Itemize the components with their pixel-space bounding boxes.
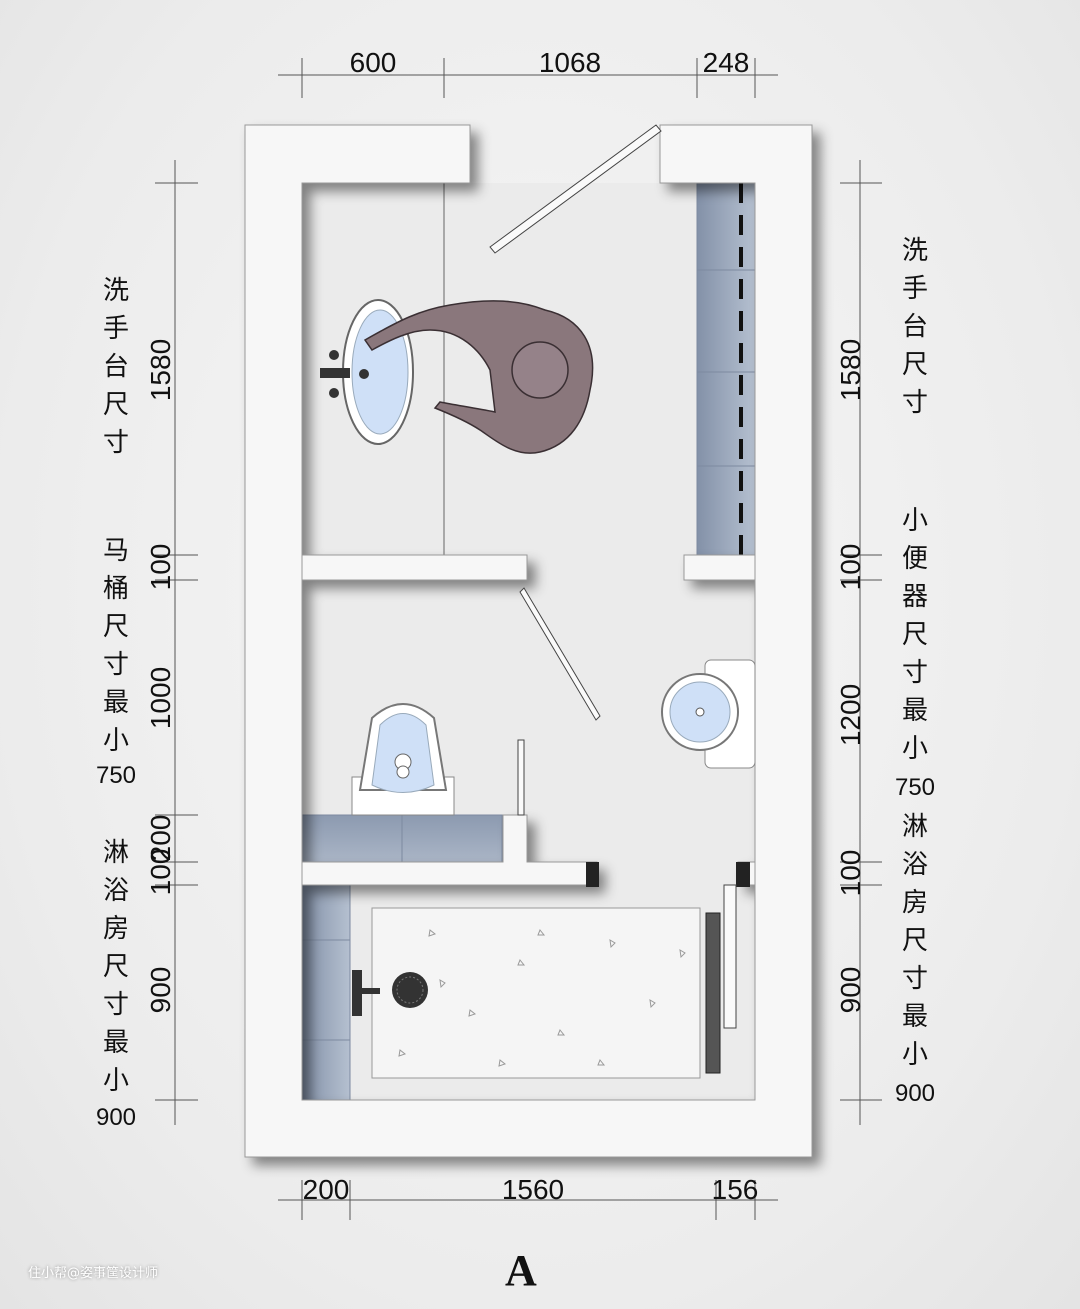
- dim-top-2: 248: [703, 47, 750, 78]
- dim-bottom-0: 200: [303, 1174, 350, 1205]
- shower-valve-icon: [352, 970, 380, 1016]
- dim-left-4: 100: [145, 849, 176, 896]
- label-right-urinal-num: 750: [894, 774, 936, 801]
- label-left-vanity: 洗手台尺寸: [102, 276, 129, 458]
- tile-wall-right: [696, 182, 756, 556]
- dim-left-3: 200: [145, 815, 176, 862]
- dim-top-0: 600: [350, 47, 397, 78]
- label-right-urinal: 小便器尺寸最小: [901, 506, 928, 764]
- shower-drain-icon: [392, 972, 428, 1008]
- tile-shower-wall: [301, 884, 351, 1101]
- label-left-shower-num: 900: [95, 1104, 137, 1131]
- top-dimension-labels: 600 1068 248: [350, 47, 750, 78]
- label-left-toilet: 马桶尺寸最小: [102, 536, 129, 756]
- dimension-lines: [155, 58, 882, 1220]
- dim-left-1: 100: [145, 544, 176, 591]
- person-figure: [363, 300, 594, 454]
- dim-right-2: 1200: [835, 684, 866, 746]
- bottom-dimension-labels: 200 1560 156: [303, 1174, 759, 1205]
- entrance-door[interactable]: [489, 124, 662, 254]
- label-right-shower: 淋浴房尺寸最小: [901, 812, 928, 1070]
- dim-left-0: 1580: [145, 339, 176, 401]
- toilet-door[interactable]: [517, 587, 601, 816]
- dim-bottom-2: 156: [712, 1174, 759, 1205]
- tile-vanity-counter: [301, 814, 503, 863]
- plan-letter: A: [505, 1246, 537, 1295]
- right-dimension-labels: 1580 100 1200 100 900: [835, 339, 866, 1014]
- watermark: 住小帮@姿事筐设计师: [28, 1266, 159, 1281]
- label-right-shower-num: 900: [894, 1080, 936, 1107]
- dim-right-3: 100: [835, 850, 866, 897]
- door-jamb: [586, 862, 599, 887]
- shower-door[interactable]: [705, 884, 737, 1074]
- label-right-vanity: 洗手台尺寸: [901, 236, 928, 418]
- label-left-shower: 淋浴房尺寸最小: [102, 838, 129, 1096]
- urinal: [661, 659, 756, 769]
- dim-top-1: 1068: [539, 47, 601, 78]
- dim-left-2: 1000: [145, 667, 176, 729]
- dim-right-1: 100: [835, 544, 866, 591]
- dim-left-5: 900: [145, 967, 176, 1014]
- door-jamb: [736, 862, 750, 887]
- dim-right-4: 900: [835, 967, 866, 1014]
- walls: [244, 124, 813, 1158]
- label-left-toilet-num: 750: [95, 762, 137, 789]
- left-dimension-labels: 1580 100 1000 200 100 900: [145, 339, 176, 1014]
- dim-bottom-1: 1560: [502, 1174, 564, 1205]
- dim-right-0: 1580: [835, 339, 866, 401]
- toilet: [351, 703, 455, 816]
